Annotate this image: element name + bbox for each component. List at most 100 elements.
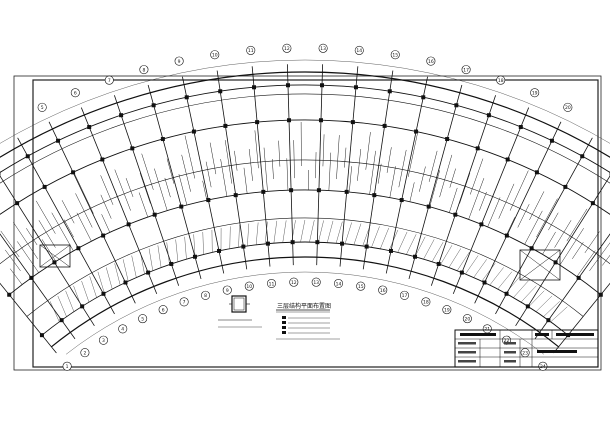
column [179,205,183,209]
column [483,281,487,285]
column [206,198,210,202]
grid-bubble-label: 9 [226,288,229,294]
column [365,245,369,249]
column [87,125,91,129]
grid-bubble-label: 5 [41,105,44,111]
column [383,124,387,128]
column [266,242,270,246]
column [506,157,510,161]
column [289,188,293,192]
column [26,154,30,158]
grid-bubble-label: 1 [66,364,69,370]
grid-bubble-label: 12 [284,46,290,52]
column [400,198,404,202]
grid-bubble-label: 16 [380,288,386,294]
grid-bubble-label: 23 [522,350,528,356]
column [505,234,509,238]
column [223,124,227,128]
column [261,190,265,194]
column [218,89,222,93]
column [60,318,64,322]
column [7,293,11,297]
plan-title: 三层结构平面布置图 [277,302,331,310]
column [320,83,324,87]
column [71,170,75,174]
column [340,242,344,246]
column [146,271,150,275]
column [487,113,491,117]
column [315,240,319,244]
grid-bubble-label: 18 [498,78,504,84]
grid-bubble-label: 7 [108,78,111,84]
grid-bubble-label: 9 [178,59,181,65]
grid-bubble-label: 11 [248,48,254,54]
column [550,139,554,143]
column [354,85,358,89]
grid-bubble-label: 20 [464,316,470,322]
column [291,240,295,244]
column [192,130,196,134]
column [580,154,584,158]
column [535,170,539,174]
column [101,234,105,238]
column [351,120,355,124]
column [413,255,417,259]
column [479,222,483,226]
column [476,146,480,150]
grid-bubble-label: 19 [444,307,450,313]
column [161,137,165,141]
column [319,118,323,122]
column [554,260,558,264]
column [563,185,567,189]
grid-bubble-label: 2 [83,350,86,356]
column [241,245,245,249]
column [119,113,123,117]
column [317,188,321,192]
grid-bubble-label: 17 [463,67,469,73]
grid-bubble-label: 15 [392,52,398,58]
grid-bubble-label: 8 [204,293,207,299]
column [427,205,431,209]
column [526,304,530,308]
grid-bubble-label: 17 [402,293,408,299]
grid-bubble-label: 19 [532,91,538,97]
grid-bubble-label: 7 [183,300,186,306]
column [40,333,44,337]
column [599,293,603,297]
column [591,201,595,205]
grid-bubble-label: 15 [358,284,364,290]
column [153,213,157,217]
column [101,292,105,296]
column [76,246,80,250]
grid-bubble-label: 8 [142,67,145,73]
column [287,118,291,122]
grid-bubble-label: 14 [336,281,342,287]
column [56,139,60,143]
column [372,193,376,197]
column [414,130,418,134]
column [152,103,156,107]
column [127,222,131,226]
column [505,292,509,296]
grid-bubble-label: 10 [246,284,252,290]
grid-bubble-label: 13 [313,280,319,286]
column [460,271,464,275]
column [530,246,534,250]
grid-bubble-label: 5 [141,316,144,322]
column [389,249,393,253]
grid-bubble-label: 4 [121,327,124,333]
column [345,190,349,194]
column [193,255,197,259]
column [453,213,457,217]
column [437,262,441,266]
grid-bubble-label: 16 [428,59,434,65]
column [252,85,256,89]
column [421,95,425,99]
column [286,83,290,87]
column [52,260,56,264]
grid-bubble-label: 18 [423,300,429,306]
column [15,201,19,205]
grid-bubble-label: 13 [320,46,326,52]
